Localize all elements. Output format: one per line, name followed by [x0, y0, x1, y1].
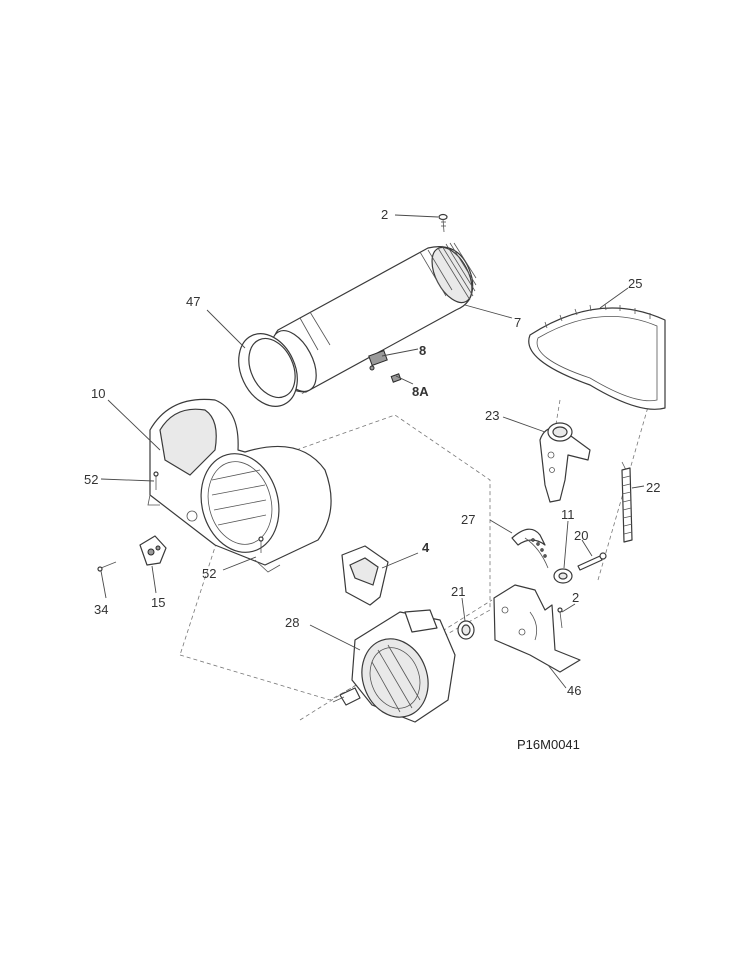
callout-27: 27 [461, 512, 475, 527]
screw-part-52-left [153, 471, 159, 490]
diagram-code: P16M0041 [517, 737, 580, 752]
callout-labels: 2 7 8 8A 47 25 10 52 52 34 15 4 23 22 27… [84, 207, 660, 698]
callout-8: 8 [419, 343, 426, 358]
callout-2-top: 2 [381, 207, 388, 222]
motor-part-28 [332, 609, 456, 723]
blower-housing-part-10 [147, 398, 332, 573]
bearing-part-21 [457, 620, 475, 640]
pulley-part-11 [553, 568, 573, 584]
callout-23: 23 [485, 408, 499, 423]
drive-belt-part-25 [528, 303, 666, 410]
callout-11: 11 [561, 507, 575, 522]
component-part-15 [139, 535, 167, 566]
callout-25: 25 [628, 276, 642, 291]
callout-22: 22 [646, 480, 660, 495]
callout-52-left: 52 [84, 472, 98, 487]
callout-7: 7 [514, 315, 521, 330]
callout-34: 34 [94, 602, 108, 617]
screw-part-2-bracket [557, 607, 563, 629]
shaft-part-20 [577, 552, 607, 571]
callout-21: 21 [451, 584, 465, 599]
callout-4: 4 [422, 540, 430, 555]
callout-52-bottom: 52 [202, 566, 216, 581]
callout-47: 47 [186, 294, 200, 309]
motor-bracket-part-46 [493, 584, 581, 673]
callout-20: 20 [574, 528, 588, 543]
screw-part-34 [97, 561, 117, 572]
bracket-part-4 [341, 545, 389, 606]
callout-15: 15 [151, 595, 165, 610]
clip-part-27 [511, 528, 549, 569]
screw-part-2-top [438, 213, 448, 233]
drum-cylinder-part-7 [271, 242, 477, 393]
spring-part-22 [621, 461, 633, 543]
thermostat-part-8 [368, 349, 402, 383]
callout-8a: 8A [412, 384, 429, 399]
idler-arm-part-23 [539, 422, 591, 503]
callout-10: 10 [91, 386, 105, 401]
callout-2-bracket: 2 [572, 590, 579, 605]
callout-28: 28 [285, 615, 299, 630]
callout-46: 46 [567, 683, 581, 698]
callout-leader-lines [100, 214, 645, 689]
seal-ring-part-47 [238, 333, 298, 407]
screw-part-52-bottom [258, 536, 264, 553]
